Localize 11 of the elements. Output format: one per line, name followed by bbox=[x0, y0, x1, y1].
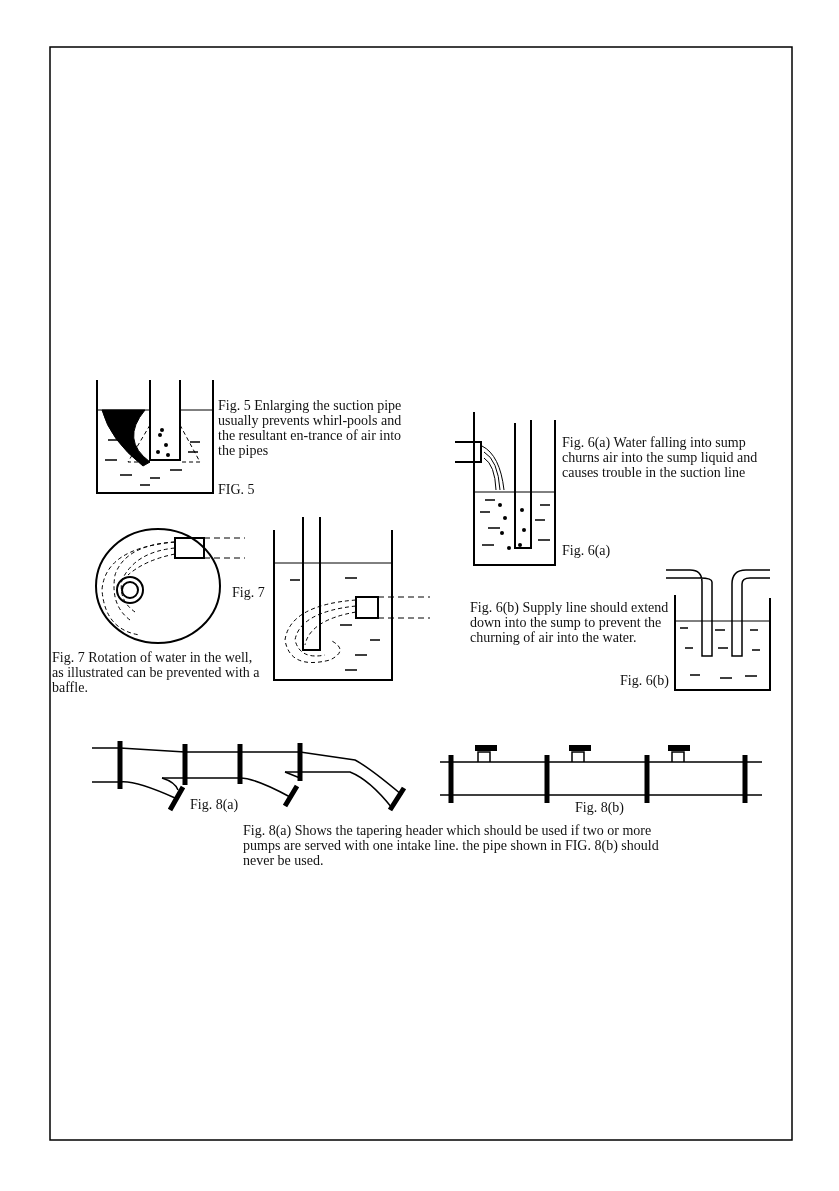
figure-label: FIG. 5 bbox=[218, 482, 255, 497]
figure-label: Fig. 6(b) bbox=[620, 673, 669, 688]
figure-label: Fig. 8(a) bbox=[190, 797, 239, 812]
figure-caption: Fig. 6(a) Water falling into sump churns air into the sump liquid and causes trouble in the suction line bbox=[562, 435, 759, 480]
figure-caption: Fig. 8(a) Shows the tapering header which should be used if two or more pumps are served with one intake line. the pipe shown in FIG. 8(b) should never be used. bbox=[243, 823, 660, 868]
figure-caption: Fig. 6(b) Supply line should extend down into the sump to prevent the churning of air into the water. bbox=[470, 600, 670, 645]
figure-label: Fig. 7 bbox=[232, 585, 265, 600]
figure-caption: Fig. 5 Enlarging the suction pipe usually prevents whirl-pools and the resultant en-trance of air into the pipes bbox=[218, 398, 403, 458]
figure-label: Fig. 8(b) bbox=[575, 800, 624, 815]
figure-caption: Fig. 7 Rotation of water in the well, as illustrated can be prevented with a baffle. bbox=[52, 650, 261, 695]
figure-label: Fig. 6(a) bbox=[562, 543, 611, 558]
